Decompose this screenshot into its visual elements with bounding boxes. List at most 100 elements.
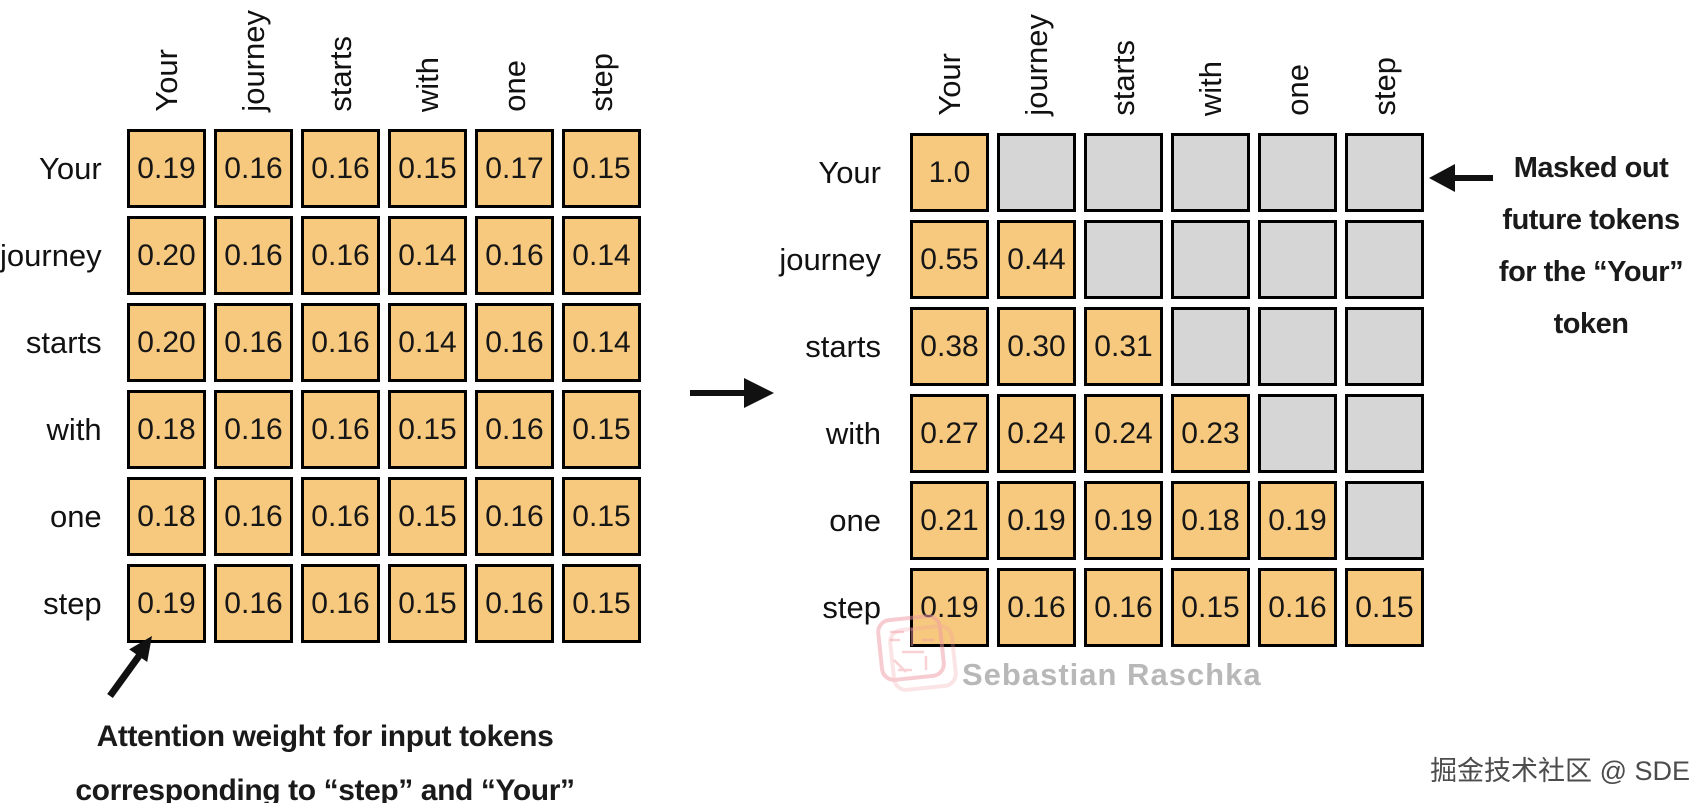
token-label: step <box>1367 57 1402 116</box>
attention-weight-cell: 0.16 <box>475 390 554 469</box>
masked-cell <box>1084 220 1163 299</box>
attention-weight-cell: 0.19 <box>997 481 1076 560</box>
attention-weight-cell: 0.15 <box>388 390 467 469</box>
col-label-journey: journey <box>997 0 1076 116</box>
attention-weight-cell: 0.14 <box>388 216 467 295</box>
attention-weight-cell: 0.15 <box>562 564 641 643</box>
attention-weight-cell: 0.14 <box>388 303 467 382</box>
attention-weight-cell: 0.19 <box>127 564 206 643</box>
attention-weight-cell: 0.14 <box>562 216 641 295</box>
attention-weight-cell: 0.55 <box>910 220 989 299</box>
attention-weight-cell: 0.16 <box>301 303 380 382</box>
attention-weight-cell: 0.16 <box>214 129 293 208</box>
token-label: step <box>584 53 619 112</box>
attention-weight-cell: 0.16 <box>301 129 380 208</box>
token-label: starts <box>1106 40 1141 116</box>
attention-weight-cell: 0.16 <box>214 216 293 295</box>
token-label: with <box>1193 60 1228 116</box>
attention-weight-cell: 0.20 <box>127 303 206 382</box>
attention-weight-cell: 0.24 <box>1084 394 1163 473</box>
attention-weight-cell: 0.16 <box>214 390 293 469</box>
attention-weight-cell: 0.15 <box>1171 568 1250 647</box>
col-label-starts: starts <box>1084 0 1163 116</box>
column-labels: Your journey starts with one step <box>910 0 1424 116</box>
masked-cell <box>1258 133 1337 212</box>
attention-weight-cell: 0.15 <box>562 129 641 208</box>
attention-weight-cell: 0.16 <box>475 564 554 643</box>
masked-cell <box>1345 394 1424 473</box>
arrow-up-right-icon <box>107 636 152 699</box>
masked-cell <box>1171 133 1250 212</box>
masked-cell <box>1345 307 1424 386</box>
attention-weight-cell: 0.15 <box>562 390 641 469</box>
attention-weight-cell: 0.15 <box>562 477 641 556</box>
watermark-author: Sebastian Raschka <box>962 657 1262 692</box>
attention-weight-cell: 0.38 <box>910 307 989 386</box>
col-label-your: Your <box>910 0 989 116</box>
attention-weight-cell: 0.21 <box>910 481 989 560</box>
attention-weight-cell: 0.16 <box>214 564 293 643</box>
masked-cell <box>997 133 1076 212</box>
attention-weight-cell: 0.16 <box>301 216 380 295</box>
arrow-left-icon <box>1429 164 1493 192</box>
attention-weight-cell: 0.44 <box>997 220 1076 299</box>
token-label: one <box>497 60 532 112</box>
masked-cell <box>1171 307 1250 386</box>
col-label-with: with <box>388 0 467 112</box>
attention-weight-cell: 0.18 <box>127 477 206 556</box>
col-label-starts: starts <box>301 0 380 112</box>
attention-weight-cell: 0.27 <box>910 394 989 473</box>
attention-weight-cell: 0.30 <box>997 307 1076 386</box>
row-label-with: with <box>825 415 881 451</box>
row-label-starts: starts <box>805 328 881 364</box>
attention-note-line: corresponding to “step” and “Your” <box>75 774 575 803</box>
masked-note: Masked out future tokens for the “Your” … <box>1478 142 1704 350</box>
attention-weight-cell: 0.19 <box>1084 481 1163 560</box>
row-label-step: step <box>43 585 102 621</box>
masked-cell <box>1084 133 1163 212</box>
token-label: Your <box>932 53 967 116</box>
col-label-step: step <box>1345 0 1424 116</box>
attention-weight-cell: 0.16 <box>475 303 554 382</box>
col-label-journey: journey <box>214 0 293 112</box>
attention-note: Attention weight for input tokens corres… <box>55 710 595 803</box>
masked-note-line: for the “Your” <box>1498 256 1684 288</box>
attention-weight-cell: 0.19 <box>1258 481 1337 560</box>
masked-cell <box>1171 220 1250 299</box>
attention-weight-cell: 0.20 <box>127 216 206 295</box>
attention-weight-cell: 0.16 <box>301 564 380 643</box>
arrow-right-icon <box>690 378 774 408</box>
stamp-icon <box>876 614 958 692</box>
attention-weight-cell: 0.16 <box>1258 568 1337 647</box>
col-label-step: step <box>562 0 641 112</box>
row-label-one: one <box>49 498 102 534</box>
token-label: one <box>1280 64 1315 116</box>
attention-weight-cell: 0.24 <box>997 394 1076 473</box>
attention-weight-cell: 0.19 <box>127 129 206 208</box>
token-label: Your <box>149 49 184 112</box>
masked-cell <box>1345 481 1424 560</box>
col-label-one: one <box>1258 0 1337 116</box>
attention-weight-cell: 0.19 <box>910 568 989 647</box>
masked-cell <box>1258 307 1337 386</box>
attention-note-line: Attention weight for input tokens <box>96 720 554 753</box>
masked-note-line: future tokens <box>1502 204 1680 236</box>
attention-weight-cell: 0.15 <box>388 564 467 643</box>
token-label: journey <box>1019 14 1054 116</box>
row-label-with: with <box>46 411 102 447</box>
attention-weight-cell: 0.18 <box>1171 481 1250 560</box>
col-label-with: with <box>1171 0 1250 116</box>
row-label-your: Your <box>818 154 881 190</box>
attention-weight-cell: 0.15 <box>1345 568 1424 647</box>
col-label-your: Your <box>127 0 206 112</box>
attention-weight-cell: 0.16 <box>1084 568 1163 647</box>
attention-weight-cell: 0.16 <box>214 477 293 556</box>
attention-weight-cell: 0.16 <box>214 303 293 382</box>
masked-cell <box>1345 220 1424 299</box>
masked-cell <box>1258 394 1337 473</box>
attention-weight-cell: 0.16 <box>997 568 1076 647</box>
